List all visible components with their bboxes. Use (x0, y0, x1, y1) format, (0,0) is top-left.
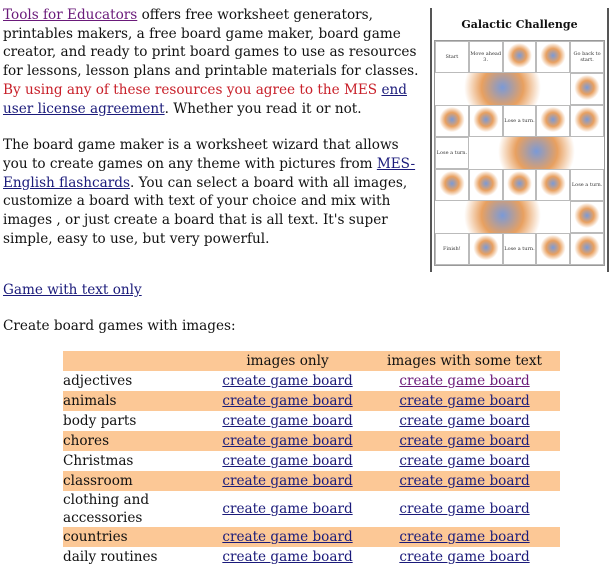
topics-table: images only images with some text adject… (63, 351, 560, 567)
header-images-only: images only (206, 351, 369, 371)
board-cell-picture (570, 105, 604, 137)
table-row: Christmas create game board create game … (63, 451, 560, 471)
topic-name: adjectives (63, 373, 133, 389)
board-cell-picture (536, 105, 571, 137)
table-row: countries create game board create game … (63, 527, 560, 547)
board-cell: Lose a turn. (435, 137, 469, 169)
table-row: classroom create game board create game … (63, 471, 560, 491)
topic-name: countries (63, 527, 206, 547)
table-row: clothing and accessories create game boa… (63, 491, 560, 527)
create-images-text-link[interactable]: create game board (399, 529, 530, 545)
board-cell-picture (570, 233, 604, 265)
topic-name: classroom (63, 471, 206, 491)
board-cell: Lose a turn. (502, 233, 537, 265)
create-images-only-link[interactable]: create game board (222, 373, 353, 389)
board-grid: Start Move ahead 3. Go back to start. Lo… (434, 40, 605, 266)
board-cell-picture (570, 73, 604, 105)
board-cell-picture (435, 201, 571, 233)
intro-text-1-tail: . Whether you read it or not. (164, 100, 362, 117)
flashcards-link[interactable]: MES-English flashcards (3, 155, 416, 191)
board-cell: Go back to start. (570, 41, 604, 73)
intro-text-2-tail: . You can select a board with all images… (3, 174, 408, 247)
table-row: daily routines create game board create … (63, 547, 560, 567)
create-images-text-link[interactable]: create game board (399, 453, 530, 469)
board-cell: Move ahead 3. (468, 41, 503, 73)
table-row: animals create game board create game bo… (63, 391, 560, 411)
create-images-only-link[interactable]: create game board (222, 433, 353, 449)
create-images-only-link[interactable]: create game board (222, 501, 353, 517)
create-images-only-link[interactable]: create game board (222, 549, 353, 565)
header-images-with-text: images with some text (369, 351, 560, 371)
create-images-text-link[interactable]: create game board (399, 413, 530, 429)
license-notice: By using any of these resources you agre… (3, 81, 382, 98)
table-row: chores create game board create game boa… (63, 431, 560, 451)
board-cell-picture (570, 201, 604, 233)
intro-text: Tools for Educators offers free workshee… (3, 6, 423, 266)
header-topic (63, 351, 206, 371)
table-row: adjectives create game board create game… (63, 371, 560, 391)
board-cell-picture (502, 169, 537, 201)
tools-for-educators-link[interactable]: Tools for Educators (3, 7, 138, 23)
topic-name: daily routines (63, 549, 158, 565)
topic-name: body parts (63, 413, 137, 429)
board-cell-picture (536, 233, 571, 265)
board-cell-picture (468, 233, 503, 265)
board-cell-picture (435, 73, 571, 105)
board-cell-picture (536, 169, 571, 201)
board-cell: Start (435, 41, 469, 73)
board-cell-picture (435, 169, 469, 201)
board-cell-picture (468, 105, 503, 137)
create-images-text-link[interactable]: create game board (399, 433, 530, 449)
board-cell-picture (468, 137, 604, 169)
create-images-only-link[interactable]: create game board (222, 413, 353, 429)
board-cell-picture (502, 41, 537, 73)
create-images-only-link[interactable]: create game board (222, 473, 353, 489)
topic-name: Christmas (63, 453, 134, 469)
intro-text-2: The board game maker is a worksheet wiza… (3, 137, 399, 172)
create-images-text-link[interactable]: create game board (399, 501, 530, 517)
board-cell: Lose a turn. (502, 105, 537, 137)
table-header: images only images with some text (63, 351, 560, 371)
game-with-text-only-link[interactable]: Game with text only (3, 282, 142, 298)
create-images-only-link[interactable]: create game board (222, 393, 353, 409)
intro-text-1: offers free worksheet generators, printa… (3, 7, 419, 80)
create-images-text-link[interactable]: create game board (399, 393, 530, 409)
topic-name: clothing and accessories (63, 492, 150, 526)
topic-name: chores (63, 431, 206, 451)
board-cell: Finish! (435, 233, 469, 265)
board-cell-picture (536, 41, 571, 73)
topic-name: animals (63, 391, 206, 411)
board-cell: Lose a turn. (570, 169, 604, 201)
create-images-text-link[interactable]: create game board (399, 373, 530, 389)
create-images-only-link[interactable]: create game board (222, 453, 353, 469)
board-cell-picture (435, 105, 469, 137)
create-label: Create board games with images: (3, 318, 236, 334)
board-title: Galactic Challenge (461, 17, 578, 31)
board-game-preview-image[interactable]: Galactic Challenge Start Move ahead 3. G… (430, 8, 609, 272)
board-cell-picture (468, 169, 503, 201)
create-images-text-link[interactable]: create game board (399, 549, 530, 565)
eula-link[interactable]: end user license agreement (3, 81, 407, 117)
table-row: body parts create game board create game… (63, 411, 560, 431)
create-images-text-link[interactable]: create game board (399, 473, 530, 489)
create-images-only-link[interactable]: create game board (222, 529, 353, 545)
